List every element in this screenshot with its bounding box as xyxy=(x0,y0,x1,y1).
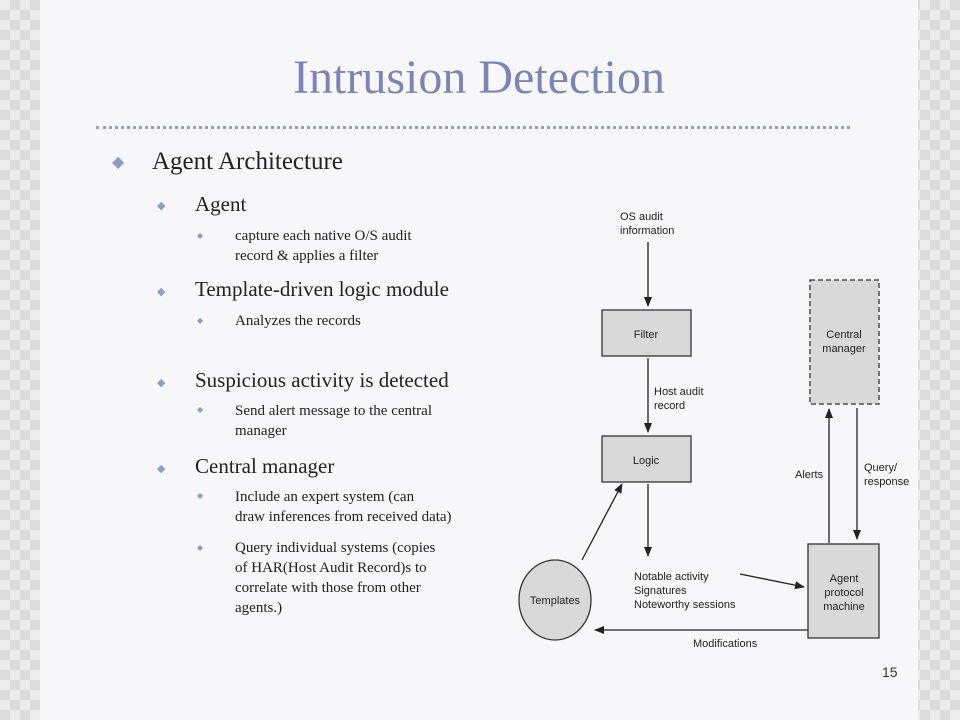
os-audit-label-1: OS audit xyxy=(620,211,663,223)
bullet-template-module: Template-driven logic module xyxy=(195,277,449,301)
bullet-central-detail-2: Query individual systems (copies of HAR(… xyxy=(235,540,436,616)
slide: Intrusion Detection ◆ Agent Architecture… xyxy=(40,0,918,720)
diamond-bullet-icon: ◆ xyxy=(157,377,166,389)
central-manager-label-1: Central xyxy=(826,329,861,341)
diamond-bullet-icon: ◆ xyxy=(197,231,204,240)
notable-label-1: Notable activity xyxy=(634,571,709,583)
agent-protocol-label-2: protocol xyxy=(824,587,863,599)
bullet-central-detail-1: Include an expert system (can draw infer… xyxy=(235,489,452,525)
filter-label: Filter xyxy=(634,329,659,341)
bullet-agent: Agent xyxy=(195,192,247,216)
query-label-2: response xyxy=(864,476,909,488)
notable-label-3: Noteworthy sessions xyxy=(634,599,736,611)
logic-box xyxy=(601,435,692,483)
bullet-agent-architecture: Agent Architecture xyxy=(152,148,343,175)
central-manager-label-2: manager xyxy=(822,343,866,355)
diamond-bullet-icon: ◆ xyxy=(112,154,125,171)
arrow-notable-to-agent xyxy=(739,573,805,590)
bullet-suspicious-activity: Suspicious activity is detected xyxy=(195,368,449,392)
diamond-bullet-icon: ◆ xyxy=(157,463,166,475)
bullet-agent-detail: capture each native O/S audit record & a… xyxy=(235,228,412,264)
diamond-bullet-icon: ◆ xyxy=(157,200,166,212)
alerts-label: Alerts xyxy=(795,469,824,481)
bullet-central-manager: Central manager xyxy=(195,454,335,478)
central-manager-box xyxy=(809,279,880,405)
modifications-label: Modifications xyxy=(693,638,758,650)
bullet-template-detail: Analyzes the records xyxy=(235,313,361,329)
query-label-1: Query/ xyxy=(864,462,898,474)
slide-title: Intrusion Detection xyxy=(293,51,665,104)
arrow-templates-to-logic xyxy=(581,483,623,561)
filter-box xyxy=(601,309,692,357)
host-audit-label-2: record xyxy=(654,400,685,412)
diamond-bullet-icon: ◆ xyxy=(197,405,204,414)
title-divider xyxy=(96,126,850,129)
diamond-bullet-icon: ◆ xyxy=(197,316,204,325)
os-audit-label-2: information xyxy=(620,225,674,237)
templates-label: Templates xyxy=(530,595,581,607)
notable-label-2: Signatures xyxy=(634,585,687,597)
diamond-bullet-icon: ◆ xyxy=(197,543,204,552)
templates-node xyxy=(518,559,592,641)
agent-protocol-label-3: machine xyxy=(823,601,865,613)
agent-protocol-box xyxy=(807,543,880,639)
bullet-suspicious-detail: Send alert message to the central manage… xyxy=(235,403,433,439)
page-number: 15 xyxy=(882,664,898,680)
logic-label: Logic xyxy=(633,455,660,467)
diamond-bullet-icon: ◆ xyxy=(157,286,166,298)
diamond-bullet-icon: ◆ xyxy=(197,491,204,500)
host-audit-label-1: Host audit xyxy=(654,386,704,398)
agent-protocol-label-1: Agent xyxy=(830,573,859,585)
